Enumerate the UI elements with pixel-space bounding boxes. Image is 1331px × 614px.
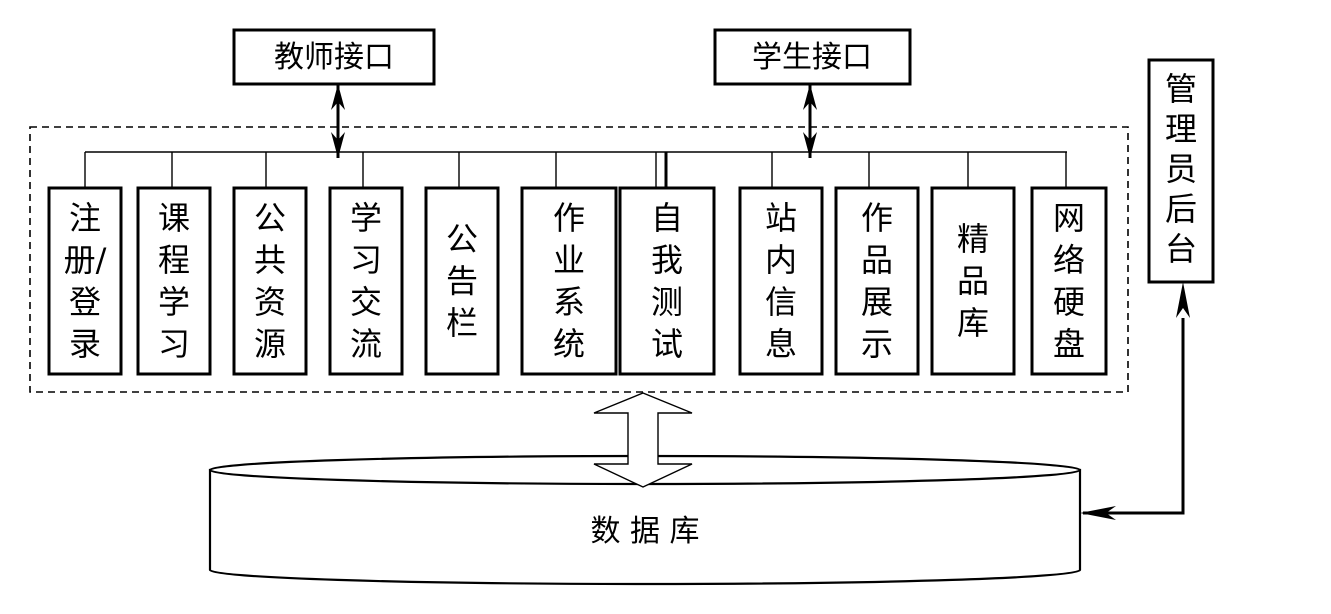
module-label-char: 盘 [1053,325,1085,363]
module-label-char: 习 [158,325,190,363]
module-label-char: 课 [158,199,190,237]
module-label-char: 学 [350,199,382,237]
module-box [618,186,716,376]
module-label-char: 流 [350,325,382,363]
module-box [834,186,920,376]
module-label-char: 习 [350,241,382,279]
module-10: 精品库 [930,152,1016,376]
module-label-char: 自 [651,199,683,237]
module-box [738,186,824,376]
teacher-double-arrow [331,84,345,158]
module-label-char: 精 [957,220,989,258]
module-label-char: 信 [765,283,797,321]
module-box [930,186,1016,376]
admin-arrowhead [1176,282,1190,318]
admin-label-char: 管 [1165,70,1197,108]
admin-database-connector [1080,282,1190,520]
module-label-char: 程 [158,241,190,279]
teacher-interface-box [232,28,436,86]
module-label-char: 告 [446,262,478,300]
module-1: 注册/登录 [47,152,123,376]
module-label-char: 交 [350,283,382,321]
module-label-char: 硬 [1053,283,1085,321]
module-label-char: 资 [254,283,286,321]
database-body [208,468,1082,586]
admin-backend-box [1147,58,1215,284]
student-interface-box [713,28,912,86]
module-box [136,186,212,376]
teacher-interface-label: 教师接口 [274,40,394,75]
module-label-char: 统 [553,325,585,363]
module-label-char: 测 [651,283,683,321]
admin-label-char: 员 [1165,150,1197,188]
module-5: 公告栏 [424,152,500,376]
admin-label-char: 理 [1165,110,1197,148]
student-interface: 学生接口 [713,28,912,86]
module-label-char: 作 [861,199,893,237]
module-label-char: 登 [69,283,101,321]
module-label-char: 息 [765,325,797,363]
module-box [232,186,308,376]
module-list: 注册/登录课程学习公共资源学习交流公告栏作业系统自我测试站内信息作品展示精品库网… [47,152,1108,376]
teacher-interface: 教师接口 [232,28,436,86]
database-arrowhead [1080,506,1116,520]
module-label-char: 试 [651,325,683,363]
module-box [424,186,500,376]
admin-label-char: 后 [1165,190,1197,228]
module-label-char: 共 [254,241,286,279]
module-label-char: 网 [1053,199,1085,237]
module-label-char: 公 [254,199,286,237]
module-label-char: 作 [553,199,585,237]
admin-database-line [1083,318,1185,515]
module-label-char: 系 [553,283,585,321]
module-box [328,186,404,376]
module-label-char: 品 [861,241,893,279]
module-label-char: 络 [1053,241,1085,279]
module-box [520,186,618,376]
module-label-char: 栏 [446,304,478,342]
module-box [47,186,123,376]
database-label: 数 据 库 [590,514,699,549]
system-database-double-arrow [593,392,693,488]
module-label-char: 展 [861,283,893,321]
system-boundary [29,126,1129,393]
module-label-char: 站 [765,199,797,237]
module-label-char: 内 [765,241,797,279]
module-bus [85,151,1067,188]
module-label-char: 业 [553,241,585,279]
module-label-char: 源 [254,325,286,363]
module-label-char: 录 [69,325,101,363]
module-label-char: 示 [861,325,893,363]
module-label-char: 库 [957,304,989,342]
module-label-char: 我 [651,241,683,279]
student-double-arrow [803,84,817,158]
module-label-char: 公 [446,220,478,258]
module-label-char: 品 [957,262,989,300]
module-label-char: 册/ [64,241,107,279]
student-interface-label: 学生接口 [752,40,872,75]
module-box [1030,186,1108,376]
module-label-char: 学 [158,283,190,321]
admin-label-char: 台 [1165,230,1197,268]
module-label-char: 注 [69,199,101,237]
